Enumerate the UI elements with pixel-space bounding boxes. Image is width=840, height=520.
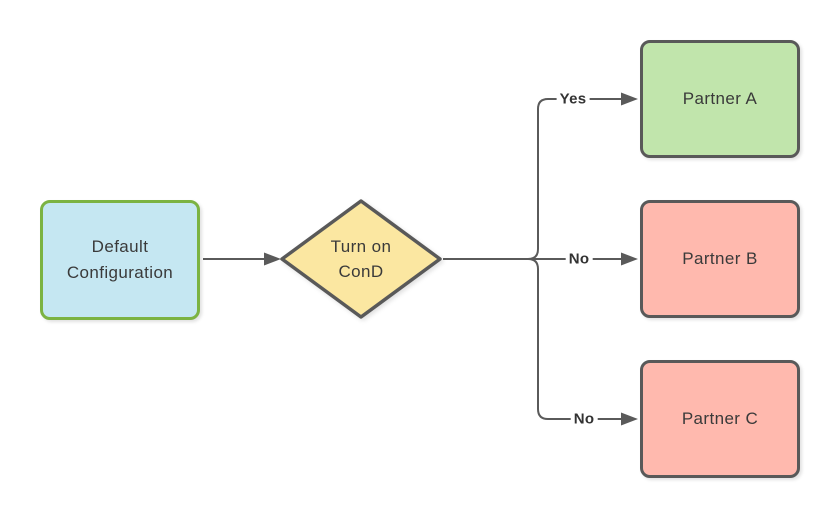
edge-decision-to-partner-c: [443, 258, 621, 420]
node-partner-c-label: Partner C: [681, 409, 759, 428]
arrowhead-into-partner-a: [621, 92, 638, 106]
arrowhead-into-decision: [264, 252, 281, 266]
edge-label-no-partner-c: No: [570, 410, 598, 428]
arrowhead-into-partner-b: [621, 252, 638, 266]
node-decision-turn-on-cond[interactable]: Turn on ConD: [277, 196, 445, 322]
node-partner-c[interactable]: Partner C: [640, 360, 800, 478]
node-default-configuration[interactable]: Default Configuration: [40, 200, 200, 320]
edge-label-yes: Yes: [556, 90, 590, 108]
edge-decision-to-partner-a: [443, 98, 621, 260]
node-partner-b-label: Partner B: [682, 249, 758, 268]
node-default-configuration-label: Default Configuration: [66, 237, 174, 282]
node-partner-a[interactable]: Partner A: [640, 40, 800, 158]
node-decision-label: Turn on ConD: [330, 237, 392, 281]
decision-diamond-shape: [280, 199, 442, 319]
node-partner-b[interactable]: Partner B: [640, 200, 800, 318]
edge-label-no-partner-b: No: [565, 250, 593, 268]
diamond-icon: [280, 199, 442, 319]
node-partner-a-label: Partner A: [682, 89, 758, 108]
arrowhead-into-partner-c: [621, 412, 638, 426]
